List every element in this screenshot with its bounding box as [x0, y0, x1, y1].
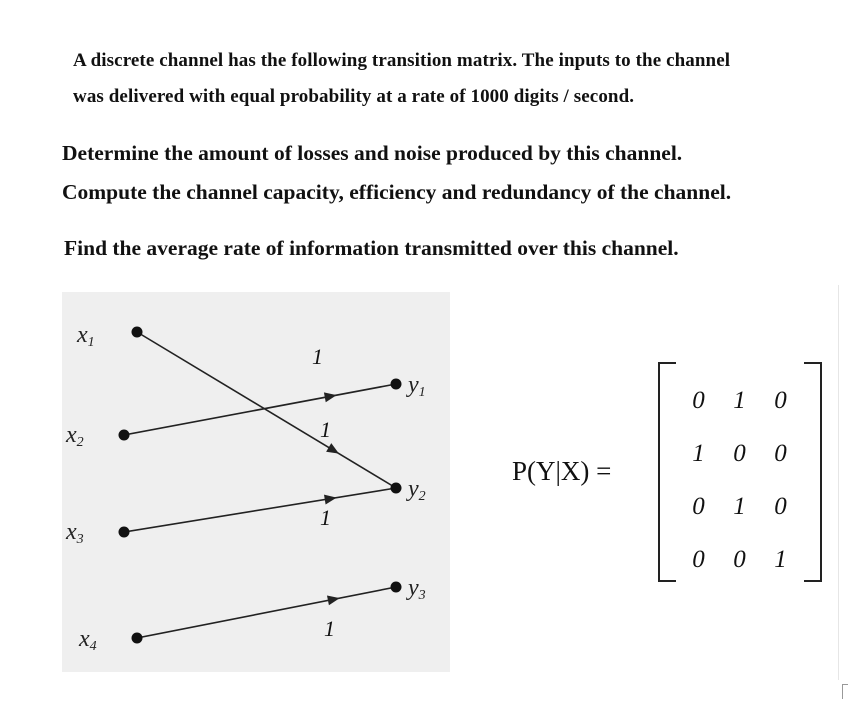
- matrix-cell: 0: [692, 386, 705, 414]
- output-label: y1: [406, 372, 426, 400]
- output-node: [390, 482, 402, 494]
- question-losses-noise: Determine the amount of losses and noise…: [62, 141, 683, 165]
- corner-mark: [842, 684, 848, 699]
- matrix-cell: 1: [692, 439, 705, 467]
- matrix-cell: 0: [733, 439, 746, 467]
- input-node: [118, 526, 130, 538]
- input-label: x1: [76, 322, 95, 350]
- transition-line: [136, 331, 397, 489]
- transition-probability: 1: [320, 505, 331, 530]
- arrowhead-icon: [326, 595, 340, 606]
- matrix-cell: 1: [733, 386, 746, 414]
- input-node: [131, 326, 143, 338]
- page-edge-line: [838, 285, 839, 680]
- matrix-label: P(Y|X) =: [512, 456, 612, 486]
- matrix-cell: 0: [774, 439, 787, 467]
- intro-line-2: was delivered with equal probability at …: [73, 86, 635, 107]
- input-node: [118, 429, 130, 441]
- matrix-left-bracket: [658, 362, 676, 582]
- input-label: x2: [65, 422, 84, 450]
- matrix-cell: 0: [692, 545, 705, 573]
- matrix-cell: 1: [733, 492, 746, 520]
- transition-line: [123, 487, 397, 533]
- arrowhead-icon: [323, 392, 337, 403]
- matrix-right-bracket: [804, 362, 822, 582]
- output-node: [390, 378, 402, 390]
- transition-probability: 1: [312, 344, 323, 369]
- question-average-rate: Find the average rate of information tra…: [64, 236, 679, 260]
- output-node: [390, 581, 402, 593]
- matrix-cell: 1: [774, 545, 787, 573]
- matrix-cell: 0: [692, 492, 705, 520]
- transition-line: [123, 383, 397, 436]
- input-label: x4: [78, 626, 97, 654]
- matrix-cell: 0: [733, 545, 746, 573]
- transition-probability: 1: [324, 616, 335, 641]
- output-label: y3: [406, 575, 426, 603]
- matrix-cell: 0: [774, 386, 787, 414]
- intro-line-1: A discrete channel has the following tra…: [73, 50, 731, 71]
- input-label: x3: [65, 519, 84, 547]
- arrowhead-icon: [326, 443, 339, 454]
- question-capacity: Compute the channel capacity, efficiency…: [62, 180, 732, 204]
- channel-diagram: 1 1 1 1 x1 x2 x3 x4 y1 y2 y3: [62, 292, 450, 672]
- transition-probability: 1: [320, 417, 331, 442]
- arrowhead-icon: [323, 494, 337, 505]
- matrix-cell: 0: [774, 492, 787, 520]
- input-node: [131, 632, 143, 644]
- output-label: y2: [406, 476, 426, 504]
- transition-line: [136, 586, 397, 639]
